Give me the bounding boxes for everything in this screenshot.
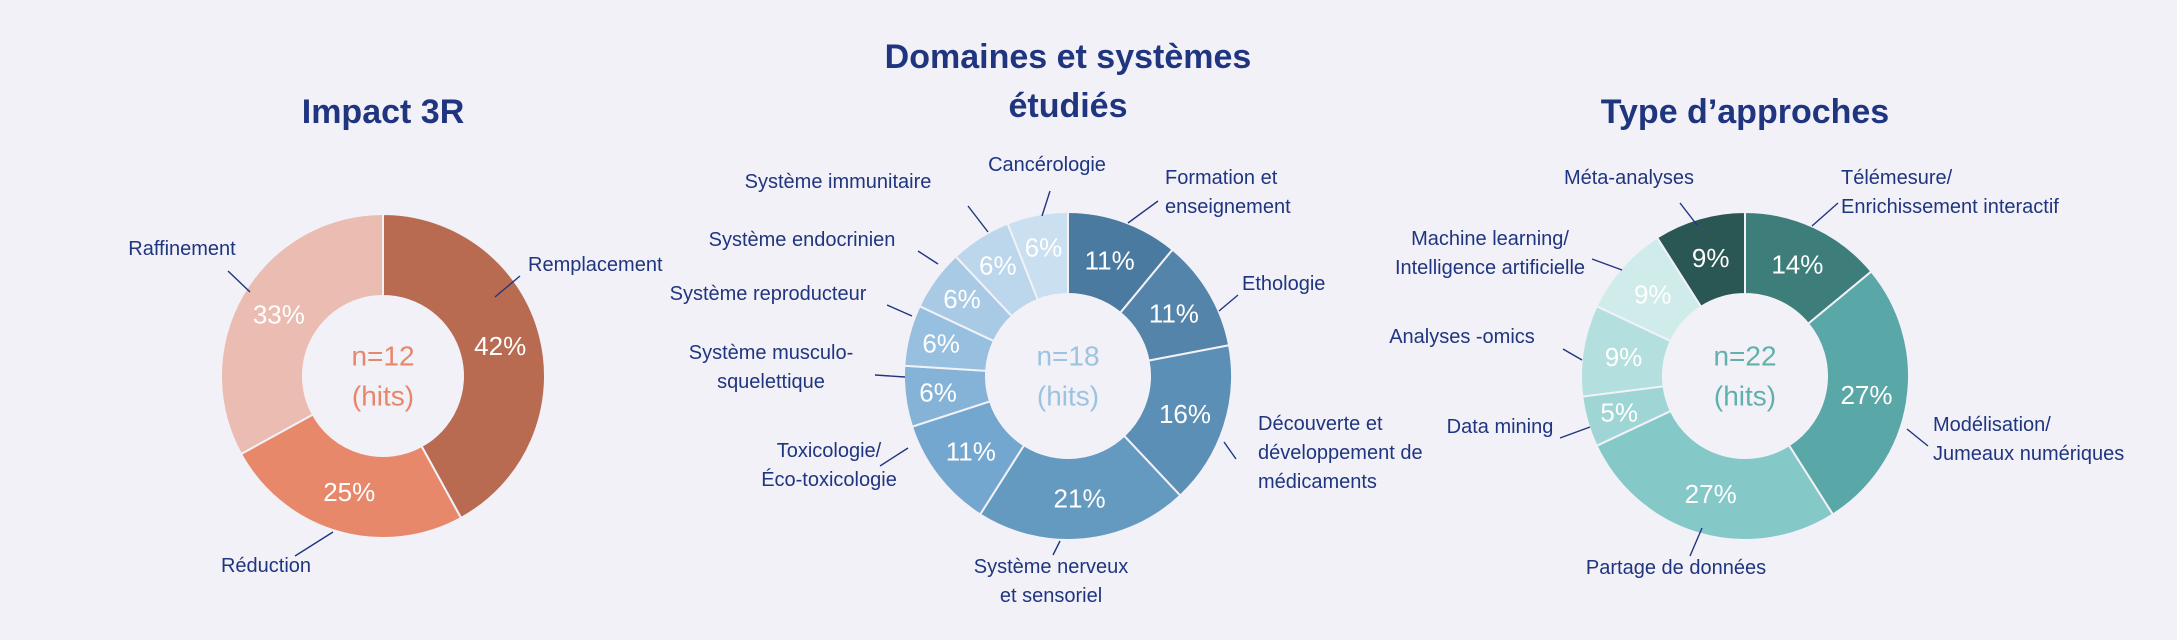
slice-percent-label: 11% [1085,245,1135,275]
slice-percent-label: 27% [1685,479,1737,509]
slice-percent-label: 25% [323,477,375,507]
slice-percent-label: 16% [1159,399,1211,429]
donut-slice [1787,270,1910,516]
donut-center-label: n=22 [1713,341,1776,372]
chart-title: Domaines et systèmes [885,38,1252,76]
leader-line [917,250,939,265]
leader-line [1127,200,1159,224]
leader-line [1223,441,1237,460]
slice-percent-label: 5% [1600,398,1638,428]
slice-percent-label: 6% [1025,232,1063,262]
slice-percent-label: 9% [1605,342,1643,372]
donut-center-label: (hits) [1714,381,1776,412]
slice-category-label: Raffinement [128,238,236,260]
slice-percent-label: 6% [943,284,981,314]
donut-slice [1006,210,1069,302]
slice-percent-label: 9% [1634,280,1672,310]
slice-percent-label: 11% [1149,298,1199,328]
donut-center-label: (hits) [1037,381,1099,412]
slice-percent-label: 42% [474,331,526,361]
leader-line [967,205,989,233]
leader-line [1591,258,1623,271]
leader-line [1218,294,1239,312]
donut-slice [1122,344,1234,497]
slice-category-label: Système reproducteur [670,283,867,305]
slice-category-label: Réduction [221,555,311,577]
donut-chart-3: Type d’approches 14% Télémesure/Enrichisse… [1389,93,2124,579]
slice-percent-label: 14% [1771,250,1823,280]
slice-category-label: Méta-analyses [1564,167,1694,189]
slice-percent-label: 6% [979,250,1017,280]
slice-percent-label: 33% [253,299,305,329]
leader-line [294,531,334,557]
donut-slice [978,434,1182,542]
donut-center-label: (hits) [352,381,414,412]
leader-line [1041,190,1051,217]
slice-category-label: Data mining [1447,416,1554,438]
slice-category-label: Machine learning/Intelligence artificiel… [1395,228,1585,279]
slice-percent-label: 21% [1054,483,1106,513]
slice-percent-label: 6% [922,328,960,358]
leader-line [874,374,906,378]
slice-category-label: Remplacement [528,254,663,276]
slice-category-label: Télémesure/Enrichissement interactif [1841,167,2059,218]
donut-slice [239,413,463,539]
leader-line [1906,428,1929,447]
slice-category-label: Système endocrinien [709,229,896,251]
leader-line [1811,202,1839,227]
leader-line [1689,527,1703,557]
slice-category-label: Ethologie [1242,273,1325,295]
donut-center-label: n=18 [1036,341,1099,372]
leader-line [1559,426,1591,439]
leader-line [1052,540,1061,556]
donut-chart-2: Domaines et systèmes étudiés 11% Formation … [670,38,1423,607]
donut-slice [220,212,384,456]
donut-slice [382,212,546,520]
slice-category-label: Modélisation/Jumeaux numériques [1933,414,2124,465]
slice-category-label: Analyses -omics [1389,326,1535,348]
chart-title: Impact 3R [302,93,465,131]
donut-chart-1: Impact 3R 42% Remplacement 25% Réduction 33% R… [128,93,663,577]
slice-category-label: Toxicologie/Éco-toxicologie [761,440,897,491]
leader-line [1562,348,1583,361]
slice-percent-label: 11% [946,436,996,466]
slice-category-label: Partage de données [1586,557,1766,579]
leader-line [1679,202,1698,226]
donut-center-label: n=12 [351,341,414,372]
slice-percent-label: 6% [919,377,957,407]
slice-category-label: Système musculo-squelettique [689,342,854,393]
slice-category-label: Cancérologie [988,154,1106,176]
slice-category-label: Système immunitaire [745,171,932,193]
leader-line [494,275,521,298]
chart-title: Type d’approches [1601,93,1889,131]
leader-line [886,304,913,317]
donut-slice [1655,210,1746,309]
slice-percent-label: 9% [1692,243,1730,273]
leader-line [879,447,909,467]
donut-slice [1595,409,1835,542]
leader-line [227,270,251,293]
slice-percent-label: 27% [1840,380,1892,410]
chart-title: étudiés [1008,87,1127,125]
